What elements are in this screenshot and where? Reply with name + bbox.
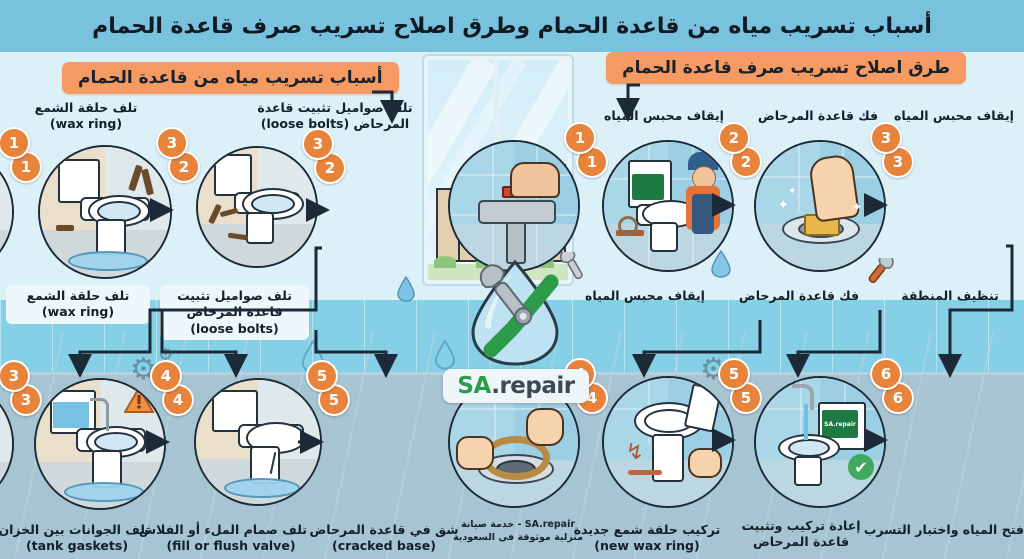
cause-illustration-5 [34, 378, 166, 510]
cause-2-badge-top: 2 [168, 151, 200, 183]
cause-1-top-caption: تلف حلقة الشمع (wax ring) [16, 100, 156, 132]
cause-4-label-ar: تلف الجوانات بين الخزان [0, 522, 150, 537]
fix-5-label-ar: إعادة تركيب وتثبيت [741, 518, 861, 533]
fix-5-label-ar2: قاعدة المرحاض [752, 534, 850, 549]
tank-logo-text: SA.repair [824, 420, 856, 428]
cause-illustration-4 [0, 378, 14, 510]
tile-line [988, 300, 989, 372]
cause-1-label-en: (wax ring) [41, 304, 115, 320]
tagline-line-2: منزلية موثوقة في السعودية [453, 531, 583, 543]
brand-name-sa: SA [457, 373, 492, 399]
tagline-line-1: SA.repair - خدمة صيانة [460, 519, 576, 530]
section-pill-causes: أسباب تسريب مياه من قاعدة الحمام [62, 62, 399, 94]
brand-wordmark: SA.repair [443, 369, 589, 403]
cause-6-label-en: (cracked base) [332, 538, 436, 553]
cause-4-caption: تلف الجوانات بين الخزان (tank gaskets) [0, 522, 150, 554]
cause-4-label-en: (tank gaskets) [25, 538, 129, 553]
fix-1-caption: إيقاف محبس المياه [572, 288, 718, 304]
water-drop-icon-mid2 [434, 339, 456, 374]
brand-tagline: SA.repair - خدمة صيانة منزلية موثوقة في … [430, 519, 606, 545]
cause-5-caption: تلف صمام الملء أو الفلاش (fill or flush … [138, 522, 307, 554]
fix-3-label: تنظيف المنطقة [901, 288, 999, 303]
water-drop-icon-right [710, 249, 732, 282]
cause-2-top-caption: تلف صواميل تثبيت قاعدة المرحاض (loose bo… [255, 100, 415, 132]
fix-3-badge-bottom: 3 [870, 122, 902, 154]
fix-illustration-6: SA.repair ✔ [754, 376, 886, 508]
tile-line [52, 300, 53, 372]
wrench-decoration-icon [862, 254, 894, 292]
fix-5-caption: إعادة تركيب وتثبيت قاعدة المرحاض [726, 518, 876, 550]
cause-illustration-2 [38, 145, 172, 279]
tile-line [780, 300, 781, 372]
fix-4-caption: تركيب حلقة شمع جديدة (new wax ring) [572, 522, 722, 554]
causes-pill-label: أسباب تسريب مياه من قاعدة الحمام [78, 68, 383, 88]
fix-6-label: فتح المياه واختبار التسرب [863, 522, 1024, 537]
cause-6-badge-bottom: 5 [306, 360, 338, 392]
section-pill-fixes: طرق اصلاح تسريب صرف قاعدة الحمام [606, 52, 966, 84]
fix-1-top-label: إيقاف محبس المياه [604, 108, 724, 123]
cause-3-badge-bottom: 3 [302, 128, 334, 160]
fix-6-caption: فتح المياه واختبار التسرب [863, 522, 1024, 538]
cause-2-top-label-ar2: المرحاض (loose bolts) [260, 116, 410, 131]
page-title: أسباب تسريب مياه من قاعدة الحمام وطرق اص… [92, 13, 932, 39]
cause-1-label-ar: تلف حلقة الشمع [26, 288, 130, 303]
cause-1-badge-bottom: 1 [0, 127, 30, 159]
tile-line [884, 300, 885, 372]
fix-illustration-5: ↯ [602, 376, 734, 508]
fix-1-badge-bottom: 1 [564, 122, 596, 154]
fix-illustration-3: ✦ ✦ ✦ [754, 140, 886, 272]
cause-2-label-en: (loose bolts) [190, 320, 279, 336]
fix-4-label-en: (new wax ring) [594, 538, 700, 553]
fix-2-badge-bottom: 2 [718, 122, 750, 154]
fix-2-label: فك قاعدة المرحاض [738, 288, 860, 303]
cause-5-label-en: (fill or flush valve) [166, 538, 296, 553]
tile-line [572, 300, 573, 372]
cause-illustration-3 [196, 146, 318, 268]
tile-line [468, 300, 469, 372]
fix-3-top-label: إيقاف محبس المياه [894, 108, 1014, 123]
wrench-decoration-icon-2 [558, 248, 592, 288]
cause-5-badge-bottom: 4 [150, 360, 182, 392]
tile-line [624, 300, 625, 372]
fix-2-badge-top: 2 [730, 146, 762, 178]
tile-line [416, 300, 417, 372]
cause-2-top-label-ar: تلف صواميل تثبيت قاعدة [257, 100, 413, 115]
fix-5-badge-bottom: 5 [718, 358, 750, 390]
brand-logo: SA.repair [443, 258, 589, 403]
fix-2-top-label: فك قاعدة المرحاض [757, 108, 879, 123]
cause-1-caption: تلف حلقة الشمع (wax ring) [6, 285, 150, 324]
fix-1-top-caption: إيقاف محبس المياه [588, 108, 740, 124]
cause-2-label-ar: تلف صواميل تثبيت [177, 288, 292, 303]
water-drop-wrench-check-icon [471, 259, 559, 366]
cause-5-label-ar: تلف صمام الملء أو الفلاش [138, 522, 307, 537]
warning-triangle-icon [123, 386, 155, 418]
cause-1-badge-top: 1 [10, 151, 42, 183]
title-bar: أسباب تسريب مياه من قاعدة الحمام وطرق اص… [0, 0, 1024, 52]
fix-2-caption: فك قاعدة المرحاض [726, 288, 872, 304]
success-check-icon: ✔ [848, 454, 874, 480]
fix-illustration-1 [448, 140, 580, 272]
fix-illustration-2 [602, 140, 734, 272]
cause-6-label-ar: شق في قاعدة المرحاض [309, 522, 459, 537]
fix-2-top-caption: فك قاعدة المرحاض [742, 108, 894, 124]
tile-line [936, 300, 937, 372]
cause-2-badge-bottom: 3 [156, 127, 188, 159]
cause-illustration-6 [194, 378, 322, 506]
cause-6-caption: شق في قاعدة المرحاض (cracked base) [308, 522, 460, 554]
fixes-pill-label: طرق اصلاح تسريب صرف قاعدة الحمام [622, 58, 950, 78]
cause-1-top-label-ar: تلف حلقة الشمع [34, 100, 138, 115]
tile-line [832, 300, 833, 372]
cause-4-badge-bottom: 3 [0, 360, 30, 392]
cause-1-top-label-en: (wax ring) [49, 116, 123, 131]
fix-6-badge-bottom: 6 [870, 358, 902, 390]
brand-name-repair: .repair [491, 373, 575, 399]
water-drop-icon-left [396, 275, 416, 306]
cause-2-label-ar2: قاعدة المرحاض [186, 304, 283, 320]
cause-2-caption: تلف صواميل تثبيت قاعدة المرحاض (loose bo… [160, 285, 309, 340]
fix-1-label: إيقاف محبس المياه [585, 288, 705, 303]
fix-3-top-caption: إيقاف محبس المياه [886, 108, 1022, 124]
fix-3-caption: تنظيف المنطقة [880, 288, 1020, 304]
fix-4-label-ar: تركيب حلقة شمع جديدة [573, 522, 721, 537]
